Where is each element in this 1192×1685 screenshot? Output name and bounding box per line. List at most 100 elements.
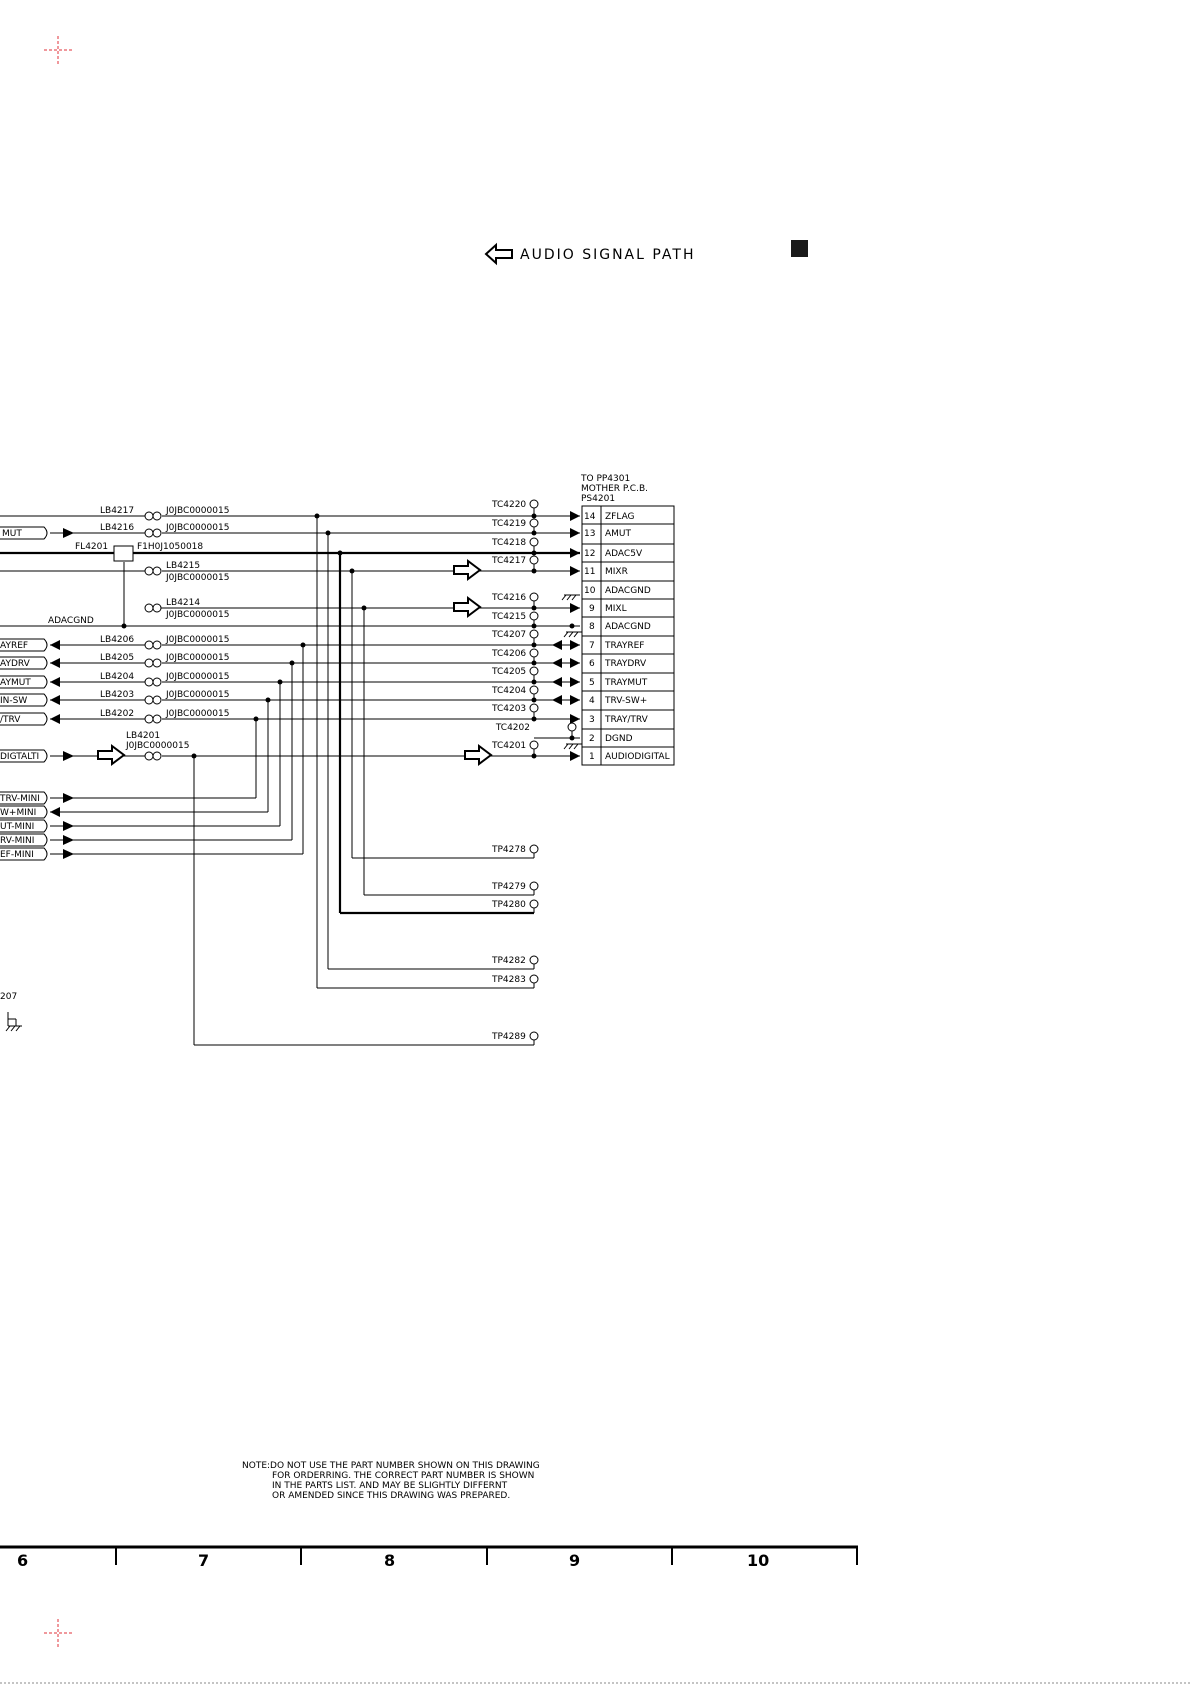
tp-label: TP4280 bbox=[491, 900, 526, 910]
net-tag-label: AYDRV bbox=[0, 659, 31, 669]
net-tag-label: EF-MINI bbox=[0, 850, 34, 860]
tp-label: TP4289 bbox=[491, 1032, 526, 1042]
net-tag-label: AYREF bbox=[0, 641, 28, 651]
tc-label: TC4205 bbox=[491, 667, 526, 677]
tp-label: TP4279 bbox=[491, 882, 526, 892]
tc-test-point: TC4217 bbox=[491, 555, 539, 572]
net-tag-label: IN-SW bbox=[0, 696, 27, 706]
bead-part: J0JBC0000015 bbox=[165, 610, 229, 620]
connector-pin-number: 1 bbox=[589, 752, 595, 762]
bead-ref: LB4216 bbox=[100, 523, 134, 533]
connector-title-1: TO PP4301 bbox=[580, 474, 630, 484]
left-net-tag: AYREF bbox=[0, 638, 48, 652]
ground-symbols bbox=[5, 594, 582, 1032]
mini-net-tag: W+MINI bbox=[0, 805, 48, 819]
left-net-tag: DIGTALTI bbox=[0, 749, 48, 763]
ferrite-bead: LB4216 J0JBC0000015 bbox=[100, 523, 229, 538]
bead-ref: LB4217 bbox=[100, 506, 134, 516]
zone-8: 8 bbox=[384, 1551, 395, 1570]
connector-pin-number: 14 bbox=[584, 512, 596, 522]
tp-test-point: TP4289 bbox=[491, 1031, 539, 1045]
left-net-tag: AYDRV bbox=[0, 656, 48, 670]
zone-border: 6 7 8 9 10 bbox=[0, 1545, 858, 1570]
connector-pin-number: 5 bbox=[589, 678, 595, 688]
connector-pin-name: ZFLAG bbox=[605, 512, 635, 522]
audio-arrow-icon bbox=[453, 596, 482, 618]
bead-part: J0JBC0000015 bbox=[165, 523, 229, 533]
ordering-note: NOTE:DO NOT USE THE PART NUMBER SHOWN ON… bbox=[242, 1461, 540, 1501]
tc-test-point: TC4207 bbox=[491, 629, 539, 646]
tc-label: TC4202 bbox=[495, 723, 530, 733]
connector-pin-name: TRV-SW+ bbox=[604, 696, 647, 706]
tc-test-point: TC4204 bbox=[491, 685, 539, 702]
note-line-2: FOR ORDERRING. THE CORRECT PART NUMBER I… bbox=[272, 1471, 534, 1481]
connector-pin-name: AMUT bbox=[605, 529, 632, 539]
tc-test-point: TC4201 bbox=[491, 740, 539, 757]
connector-pin-name: TRAYMUT bbox=[604, 678, 648, 688]
connector-pin-number: 13 bbox=[584, 529, 595, 539]
bead-part: J0JBC0000015 bbox=[165, 690, 229, 700]
audio-arrow-icon bbox=[464, 744, 493, 766]
tc-label: TC4201 bbox=[491, 741, 526, 751]
connector-pin-number: 2 bbox=[589, 734, 595, 744]
audio-arrow-icon bbox=[97, 744, 126, 766]
tc-label: TC4217 bbox=[491, 556, 526, 566]
connector-pin-number: 4 bbox=[589, 696, 595, 706]
connector-pin-number: 6 bbox=[589, 659, 595, 669]
tc-label: TC4204 bbox=[491, 686, 526, 696]
signal-arrows bbox=[50, 511, 580, 859]
left-net-tag: AYMUT bbox=[0, 675, 48, 689]
zone-6: 6 bbox=[17, 1551, 28, 1570]
tp-test-point: TP4280 bbox=[491, 899, 539, 913]
net-tag-label: AYMUT bbox=[0, 678, 31, 688]
bead-part: J0JBC0000015 bbox=[165, 653, 229, 663]
hollow-arrow-icon bbox=[484, 242, 513, 266]
tc-label: TC4218 bbox=[491, 538, 526, 548]
tp-label: TP4282 bbox=[491, 956, 526, 966]
zone-10: 10 bbox=[747, 1551, 769, 1570]
net-tag-label: RV-MINI bbox=[0, 836, 34, 846]
connector-pin-name: ADACGND bbox=[605, 586, 651, 596]
tp-test-point: TP4282 bbox=[491, 955, 539, 969]
connector-pin-number: 10 bbox=[584, 586, 596, 596]
tp-label: TP4283 bbox=[491, 975, 526, 985]
connector-pin-name: ADACGND bbox=[605, 622, 651, 632]
connector-pin-name: TRAYDRV bbox=[604, 659, 647, 669]
registration-mark-top bbox=[44, 36, 72, 64]
audio-path-arrows bbox=[97, 559, 493, 766]
filter-fl4201: FL4201 F1H0J1050018 bbox=[75, 542, 203, 562]
tc-label: TC4203 bbox=[491, 704, 526, 714]
net-tag-label: MUT bbox=[2, 529, 22, 539]
connector-pin-number: 11 bbox=[584, 567, 595, 577]
tc-test-point: TC4220 bbox=[491, 499, 539, 516]
bead-ref: LB4203 bbox=[100, 690, 134, 700]
left-net-tag: MUT bbox=[0, 526, 48, 540]
tc-label: TC4220 bbox=[491, 500, 526, 510]
legend-label: AUDIO SIGNAL PATH bbox=[520, 247, 695, 263]
connector-pin-name: TRAYREF bbox=[604, 641, 644, 651]
audio-arrow-icon bbox=[453, 559, 482, 581]
net-tag-label: /TRV bbox=[0, 715, 21, 725]
zone-9: 9 bbox=[569, 1551, 580, 1570]
junctions bbox=[121, 513, 575, 759]
bead-part: J0JBC0000015 bbox=[125, 741, 189, 751]
connector-title-3: PS4201 bbox=[581, 494, 615, 504]
net-tag-label: W+MINI bbox=[0, 808, 36, 818]
connector-pin-number: 9 bbox=[589, 604, 595, 614]
section-marker-square bbox=[791, 240, 808, 257]
connector-pin-name: ADAC5V bbox=[605, 549, 643, 559]
bead-part: J0JBC0000015 bbox=[165, 573, 229, 583]
audio-signal-path-legend: AUDIO SIGNAL PATH bbox=[484, 240, 808, 266]
left-net-tag: /TRV bbox=[0, 712, 48, 726]
tc-label: TC4215 bbox=[491, 612, 526, 622]
bead-ref: LB4206 bbox=[100, 635, 134, 645]
bead-ref: LB4215 bbox=[166, 561, 200, 571]
